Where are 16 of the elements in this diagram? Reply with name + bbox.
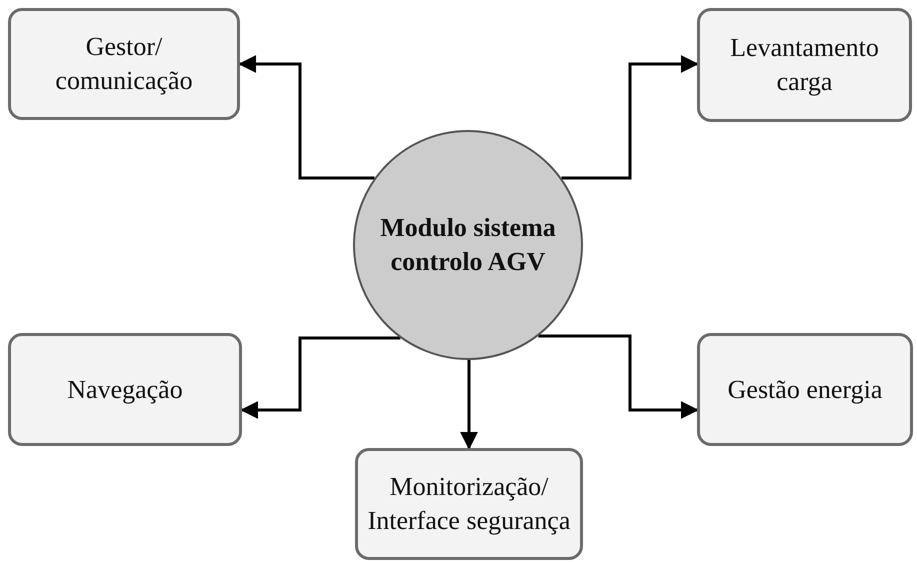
module-box — [8, 8, 240, 120]
module-box — [697, 333, 913, 446]
node-label: Levantamento carga — [729, 32, 880, 98]
module-box — [8, 333, 242, 446]
node-label: Navegação — [66, 374, 184, 406]
node-label: Modulo sistema controlo AGV — [379, 212, 557, 278]
arrow — [460, 360, 478, 450]
module-box — [697, 8, 912, 122]
node-label: Gestor/ comunicação — [54, 31, 194, 97]
arrow — [240, 336, 400, 419]
arrow — [561, 55, 699, 180]
node-label: Gestão energia — [726, 374, 884, 406]
module-box — [355, 448, 583, 560]
node-label: Monitorização/ Interface segurança — [366, 471, 572, 537]
arrow — [538, 334, 699, 419]
arrow — [238, 55, 375, 180]
